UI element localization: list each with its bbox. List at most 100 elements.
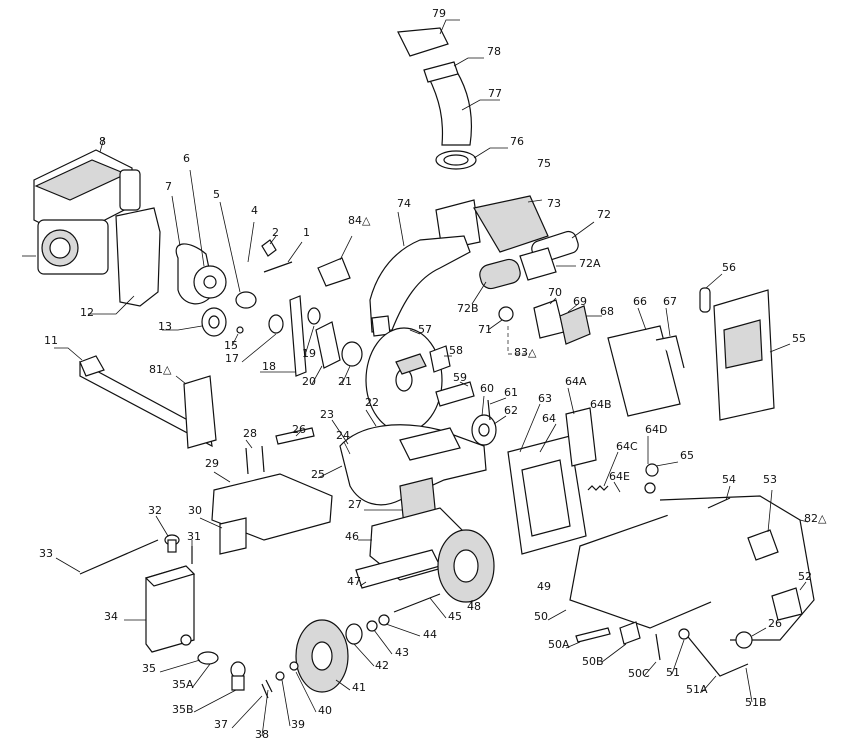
part-label-11: 11 bbox=[44, 334, 58, 347]
hopper-panel-66 bbox=[607, 307, 681, 417]
part-label-4: 4 bbox=[251, 204, 258, 217]
part-label-74: 74 bbox=[397, 197, 411, 210]
part-label-29: 29 bbox=[205, 457, 219, 470]
part-label-2: 2 bbox=[272, 226, 279, 239]
part-label-19: 19 bbox=[302, 347, 316, 360]
part-label-50C: 50C bbox=[628, 667, 650, 680]
discharge-chute bbox=[423, 57, 500, 146]
part-label-53: 53 bbox=[763, 473, 777, 486]
part-label-38: 38 bbox=[255, 728, 269, 741]
part-label-26: 26 bbox=[292, 423, 306, 436]
part-label-7: 7 bbox=[165, 180, 172, 193]
part-label-6: 6 bbox=[183, 152, 190, 165]
part-label-81: 81△ bbox=[149, 363, 172, 376]
part-label-58: 58 bbox=[449, 344, 463, 357]
part-label-27: 27 bbox=[348, 498, 362, 511]
idler-bracket bbox=[311, 321, 363, 385]
part-label-47: 47 bbox=[347, 575, 361, 588]
fastener-64D-65 bbox=[613, 436, 679, 494]
part-label-64B: 64B bbox=[590, 398, 612, 411]
fuel-tank bbox=[124, 565, 196, 653]
part-label-67: 67 bbox=[663, 295, 677, 308]
part-label-64: 64 bbox=[542, 412, 556, 425]
part-label-64E: 64E bbox=[609, 470, 630, 483]
bearing-housing bbox=[219, 201, 277, 309]
part-label-45: 45 bbox=[448, 610, 462, 623]
part-label-23: 23 bbox=[320, 408, 334, 421]
part-label-22: 22 bbox=[365, 396, 379, 409]
part-label-60: 60 bbox=[480, 382, 494, 395]
part-label-69: 69 bbox=[573, 295, 587, 308]
part-label-52: 52 bbox=[798, 570, 812, 583]
fittings-35 bbox=[159, 651, 269, 729]
part-label-32: 32 bbox=[148, 504, 162, 517]
wheel-left-41 bbox=[295, 619, 351, 693]
bracket-81 bbox=[175, 375, 217, 449]
part-label-35B: 35B bbox=[172, 703, 194, 716]
part-label-61: 61 bbox=[504, 386, 518, 399]
chute-deflector-cap bbox=[397, 19, 460, 57]
part-label-39: 39 bbox=[291, 718, 305, 731]
roller-72B bbox=[471, 258, 521, 305]
fuel-line-33 bbox=[55, 539, 159, 575]
part-label-79: 79 bbox=[432, 7, 446, 20]
part-label-66: 66 bbox=[633, 295, 647, 308]
part-label-15: 15 bbox=[224, 339, 238, 352]
part-label-44: 44 bbox=[423, 628, 437, 641]
part-label-76: 76 bbox=[510, 135, 524, 148]
part-label-13: 13 bbox=[158, 320, 172, 333]
part-label-46: 46 bbox=[345, 530, 359, 543]
part-label-17: 17 bbox=[225, 352, 239, 365]
wheel-right-48 bbox=[437, 529, 495, 608]
bushing-71 bbox=[487, 306, 514, 331]
part-label-8: 8 bbox=[99, 135, 106, 148]
cutting-housing bbox=[317, 409, 487, 506]
part-label-48: 48 bbox=[467, 600, 481, 613]
part-label-24: 24 bbox=[336, 429, 350, 442]
part-label-65: 65 bbox=[680, 449, 694, 462]
plate-64A bbox=[565, 387, 597, 467]
part-label-33: 33 bbox=[39, 547, 53, 560]
part-label-26: 26 bbox=[768, 617, 782, 630]
chute-flange-ring bbox=[435, 147, 508, 170]
part-label-43: 43 bbox=[395, 646, 409, 659]
part-label-72A: 72A bbox=[579, 257, 601, 270]
switch-bracket-69-70 bbox=[507, 297, 602, 355]
part-label-35A: 35A bbox=[172, 678, 194, 691]
part-label-84: 84△ bbox=[348, 214, 371, 227]
part-label-1: 1 bbox=[303, 226, 310, 239]
handle-67 bbox=[655, 307, 685, 369]
part-label-18: 18 bbox=[262, 360, 276, 373]
guard-bracket-84 bbox=[317, 235, 353, 287]
part-label-40: 40 bbox=[318, 704, 332, 717]
part-label-51: 51 bbox=[666, 666, 680, 679]
part-label-73: 73 bbox=[547, 197, 561, 210]
handle-56 bbox=[699, 273, 723, 313]
engine bbox=[22, 137, 161, 315]
part-label-41: 41 bbox=[352, 681, 366, 694]
part-label-25: 25 bbox=[311, 468, 325, 481]
part-label-34: 34 bbox=[104, 610, 118, 623]
part-label-50: 50 bbox=[534, 610, 548, 623]
part-label-55: 55 bbox=[792, 332, 806, 345]
hub-nuts-38-40 bbox=[261, 661, 317, 737]
motor-mount-72A bbox=[519, 247, 576, 281]
bar-59 bbox=[435, 381, 475, 407]
part-label-77: 77 bbox=[488, 87, 502, 100]
part-label-72: 72 bbox=[597, 208, 611, 221]
part-label-64D: 64D bbox=[645, 423, 667, 436]
part-label-70: 70 bbox=[548, 286, 562, 299]
shaft-key bbox=[263, 241, 303, 273]
part-label-31: 31 bbox=[187, 530, 201, 543]
part-label-30: 30 bbox=[188, 504, 202, 517]
blade-58 bbox=[429, 345, 452, 373]
part-label-28: 28 bbox=[243, 427, 257, 440]
part-label-82: 82△ bbox=[804, 512, 827, 525]
part-label-78: 78 bbox=[487, 45, 501, 58]
part-label-49: 49 bbox=[537, 580, 551, 593]
part-label-56: 56 bbox=[722, 261, 736, 274]
switch-52 bbox=[735, 581, 807, 649]
part-labels: 7978777675737272A7472B7170696883△84△1245… bbox=[39, 7, 827, 741]
part-label-5: 5 bbox=[213, 188, 220, 201]
